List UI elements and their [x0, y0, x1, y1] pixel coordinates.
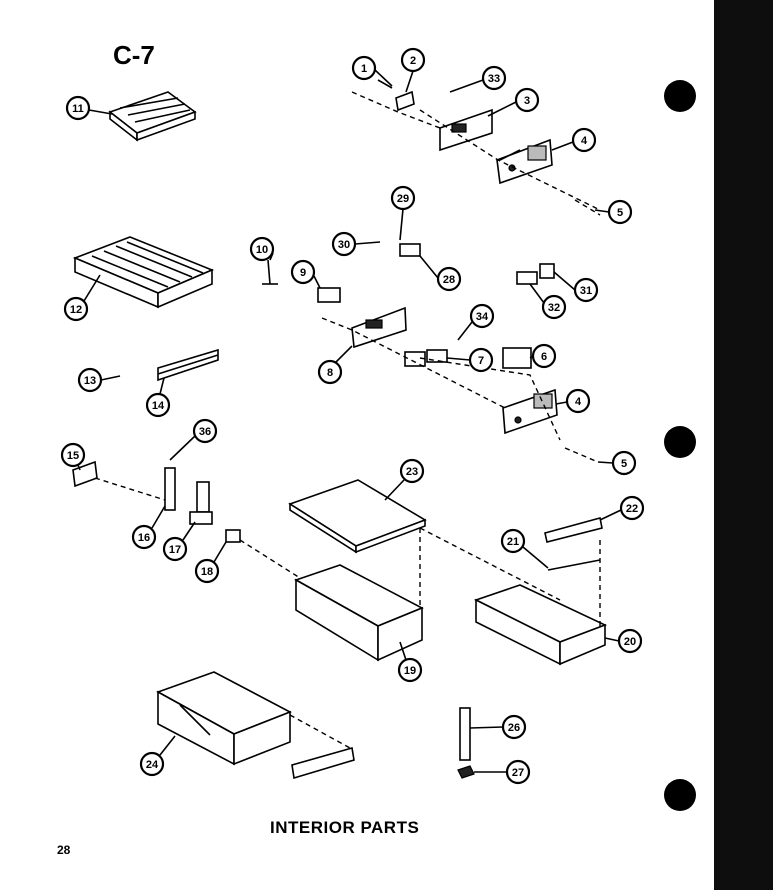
callout-13: 13 [77, 367, 103, 393]
punch-hole-bottom [664, 779, 696, 811]
svg-text:20: 20 [624, 636, 636, 648]
callout-14: 14 [145, 392, 171, 418]
crisper-drawer-large [473, 584, 608, 666]
callout-6: 6 [531, 343, 557, 369]
callout-20: 20 [617, 628, 643, 654]
callout-30: 30 [331, 231, 357, 257]
callout-21: 21 [500, 528, 526, 554]
glass-shelf [288, 479, 427, 554]
svg-text:12: 12 [70, 304, 82, 316]
svg-text:15: 15 [67, 450, 79, 462]
svg-text:1: 1 [361, 63, 367, 75]
shelf-rail [157, 348, 219, 382]
punch-hole-top [664, 80, 696, 112]
drawer-rails [544, 517, 603, 571]
svg-text:11: 11 [72, 103, 84, 115]
callout-34: 34 [469, 303, 495, 329]
svg-text:18: 18 [201, 566, 213, 578]
callout-8: 8 [317, 359, 343, 385]
svg-text:16: 16 [138, 532, 150, 544]
svg-text:22: 22 [626, 503, 638, 515]
callout-4: 4 [571, 127, 597, 153]
callout-12: 12 [63, 296, 89, 322]
svg-text:19: 19 [404, 665, 416, 677]
callout-4b: 4 [565, 388, 591, 414]
callout-16: 16 [131, 524, 157, 550]
svg-text:21: 21 [507, 536, 519, 548]
callout-27: 27 [505, 759, 531, 785]
callout-5b: 5 [611, 450, 637, 476]
leader-lines [77, 69, 622, 773]
callout-24: 24 [139, 751, 165, 777]
svg-text:10: 10 [256, 244, 268, 256]
callout-5: 5 [607, 199, 633, 225]
diagram-code: C-7 [113, 40, 155, 70]
svg-text:26: 26 [508, 722, 520, 734]
svg-text:32: 32 [548, 302, 560, 314]
svg-text:3: 3 [524, 95, 530, 107]
callout-26: 26 [501, 714, 527, 740]
shelf-support-hardware [72, 460, 241, 543]
callout-32: 32 [541, 294, 567, 320]
svg-text:8: 8 [327, 367, 333, 379]
svg-text:4: 4 [581, 135, 588, 147]
svg-text:31: 31 [580, 285, 592, 297]
svg-text:4: 4 [575, 396, 582, 408]
callout-2: 2 [400, 47, 426, 73]
callout-15: 15 [60, 442, 86, 468]
callout-33: 33 [481, 65, 507, 91]
crisper-drawer-small [294, 564, 424, 662]
callout-3: 3 [514, 87, 540, 113]
svg-text:24: 24 [146, 759, 159, 771]
callout-22: 22 [619, 495, 645, 521]
svg-text:23: 23 [406, 466, 418, 478]
callout-28: 28 [436, 266, 462, 292]
svg-text:17: 17 [169, 544, 181, 556]
meat-pan [156, 671, 292, 766]
callout-18: 18 [194, 558, 220, 584]
callout-36: 36 [192, 418, 218, 444]
callout-23: 23 [399, 458, 425, 484]
svg-text:34: 34 [476, 311, 489, 323]
callout-29: 29 [390, 185, 416, 211]
callout-31: 31 [573, 277, 599, 303]
punch-hole-middle [664, 426, 696, 458]
callout-17: 17 [162, 536, 188, 562]
svg-text:14: 14 [152, 400, 165, 412]
svg-text:36: 36 [199, 426, 211, 438]
callout-19: 19 [397, 657, 423, 683]
svg-text:5: 5 [617, 207, 623, 219]
control-housing-upper [377, 79, 553, 185]
post-and-foot [457, 707, 475, 779]
svg-text:30: 30 [338, 239, 350, 251]
callout-7: 7 [468, 347, 494, 373]
callout-10: 10 [249, 236, 275, 262]
svg-text:28: 28 [443, 274, 455, 286]
svg-text:29: 29 [397, 193, 409, 205]
diagram-caption: INTERIOR PARTS [270, 818, 420, 837]
callout-9: 9 [290, 259, 316, 285]
svg-text:2: 2 [410, 55, 416, 67]
svg-text:7: 7 [478, 355, 484, 367]
callout-11: 11 [65, 95, 91, 121]
svg-text:5: 5 [621, 458, 627, 470]
svg-text:6: 6 [541, 351, 547, 363]
svg-text:33: 33 [488, 73, 500, 85]
ice-tray [108, 91, 197, 142]
svg-text:27: 27 [512, 767, 524, 779]
meat-pan-rail [291, 746, 355, 780]
svg-text:13: 13 [84, 375, 96, 387]
callout-1: 1 [351, 55, 377, 81]
ice-rack [72, 236, 215, 309]
svg-text:9: 9 [300, 267, 306, 279]
page-number: 28 [57, 843, 71, 857]
binder-edge [714, 0, 773, 890]
assembly-lines [94, 91, 601, 749]
